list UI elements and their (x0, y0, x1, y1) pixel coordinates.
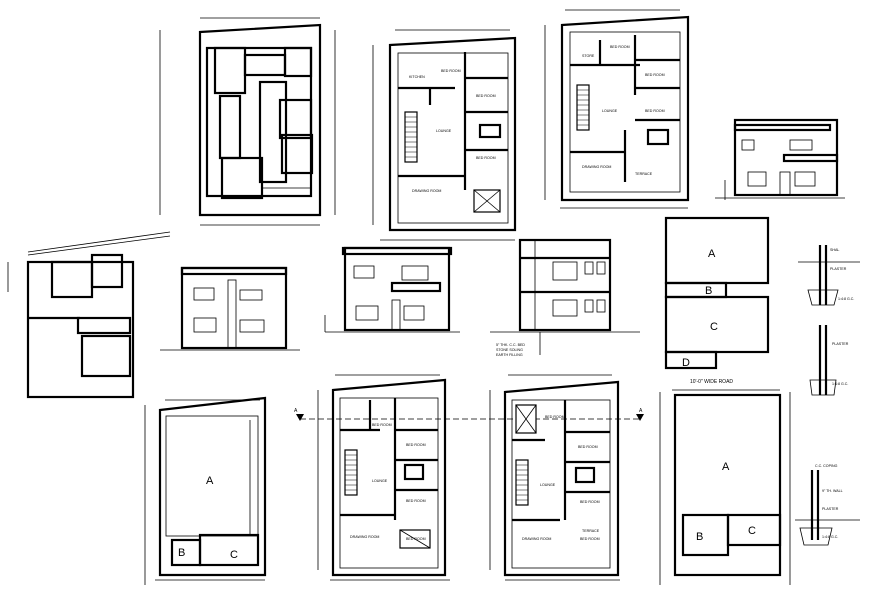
elevation-middle-left (160, 266, 300, 351)
room-label-bed-room: BED ROOM (610, 45, 630, 49)
section-note-earth-filling: EARTH FILLING (496, 353, 523, 357)
detail-coping: C.C. COPING 9" TH. WALL PLASTER 1:4:8 G.… (795, 464, 860, 546)
detail-footing: SHAL 1:4:8 G.C. PLASTER (798, 245, 860, 306)
room-label-bed-room: BED ROOM (406, 537, 426, 541)
plan-top-right: STORE BED ROOM BED ROOM LOUNGE BED ROOM … (544, 9, 690, 209)
area-label-c: C (710, 321, 718, 333)
plan-top-left (159, 17, 336, 226)
plot-bottom-right: 10'-0" WIDE ROAD A B C (659, 379, 791, 585)
area-label-b: B (178, 547, 185, 559)
area-label-a: A (708, 248, 716, 260)
detail-note: SHAL (830, 248, 839, 252)
area-label-c: C (230, 549, 238, 561)
room-label-bed-room: BED ROOM (406, 499, 426, 503)
detail-note: 1:4:8 G.C. (822, 535, 838, 539)
room-label-lounge: LOUNGE (602, 109, 618, 113)
section-view: 5" THK. C.C. BED STONE SOLING EARTH FILL… (490, 238, 640, 357)
plan-bottom-right: BED ROOM BED ROOM LOUNGE BED ROOM DRAWIN… (489, 374, 620, 581)
section-cut-line: A A (294, 408, 644, 421)
room-label-terrace: TERRACE (582, 529, 600, 533)
area-label-a: A (206, 475, 214, 487)
room-label-bed-room: BED ROOM (580, 537, 600, 541)
room-label-drawing-room: DRAWING ROOM (412, 189, 441, 193)
section-note-cc-bed: 5" THK. C.C. BED (496, 343, 525, 347)
area-label-c: C (748, 525, 756, 537)
room-label-drawing-room: DRAWING ROOM (522, 537, 551, 541)
detail-note: 9" TH. WALL (822, 489, 843, 493)
detail-note: PLASTER (832, 342, 849, 346)
room-label-lounge: LOUNGE (372, 479, 388, 483)
section-note-stone-soling: STONE SOLING (496, 348, 523, 352)
area-diagram-right: A B C D (664, 216, 770, 370)
area-label-b: B (705, 285, 712, 297)
area-label-d: D (682, 357, 690, 369)
elevation-top-right (715, 118, 845, 200)
room-label-bed-room: BED ROOM (406, 443, 426, 447)
room-label-bed-room: BED ROOM (545, 415, 565, 419)
plot-bottom-left: A B C (144, 396, 267, 585)
detail-note: PLASTER (822, 507, 839, 511)
room-label-lounge: LOUNGE (436, 129, 452, 133)
section-marker-a: A (639, 408, 643, 414)
detail-wall: PLASTER 1:4:8 G.C. (809, 325, 849, 396)
elevation-center (324, 246, 460, 333)
room-label-bed-room: BED ROOM (476, 156, 496, 160)
room-label-kitchen: KITCHEN (409, 75, 425, 79)
room-label-drawing-room: DRAWING ROOM (350, 535, 379, 539)
room-label-bed-room: BED ROOM (645, 73, 665, 77)
room-label-bed-room: BED ROOM (476, 94, 496, 98)
plan-bottom-middle: BED ROOM BED ROOM LOUNGE BED ROOM DRAWIN… (317, 374, 450, 581)
room-label-bed-room: BED ROOM (645, 109, 665, 113)
section-marker-a: A (294, 408, 298, 414)
room-label-bed-room: BED ROOM (372, 423, 392, 427)
plan-left-partial (7, 231, 171, 399)
room-label-bed-room: BED ROOM (578, 445, 598, 449)
room-label-terrace: TERRACE (635, 172, 653, 176)
area-label-a: A (722, 461, 730, 473)
room-label-drawing-room: DRAWING ROOM (582, 165, 611, 169)
room-label-lounge: LOUNGE (540, 483, 556, 487)
detail-note: 1:4:8 G.C. (838, 297, 854, 301)
detail-note: 1:4:8 G.C. (832, 382, 848, 386)
room-label-store: STORE (582, 54, 595, 58)
detail-note: C.C. COPING (815, 464, 838, 468)
plan-top-middle: KITCHEN BED ROOM BED ROOM LOUNGE BED ROO… (372, 29, 517, 241)
road-label: 10'-0" WIDE ROAD (690, 379, 733, 385)
detail-note: PLASTER (830, 267, 847, 271)
room-label-bed-room: BED ROOM (580, 500, 600, 504)
area-label-b: B (696, 531, 703, 543)
room-label-bed-room: BED ROOM (441, 69, 461, 73)
